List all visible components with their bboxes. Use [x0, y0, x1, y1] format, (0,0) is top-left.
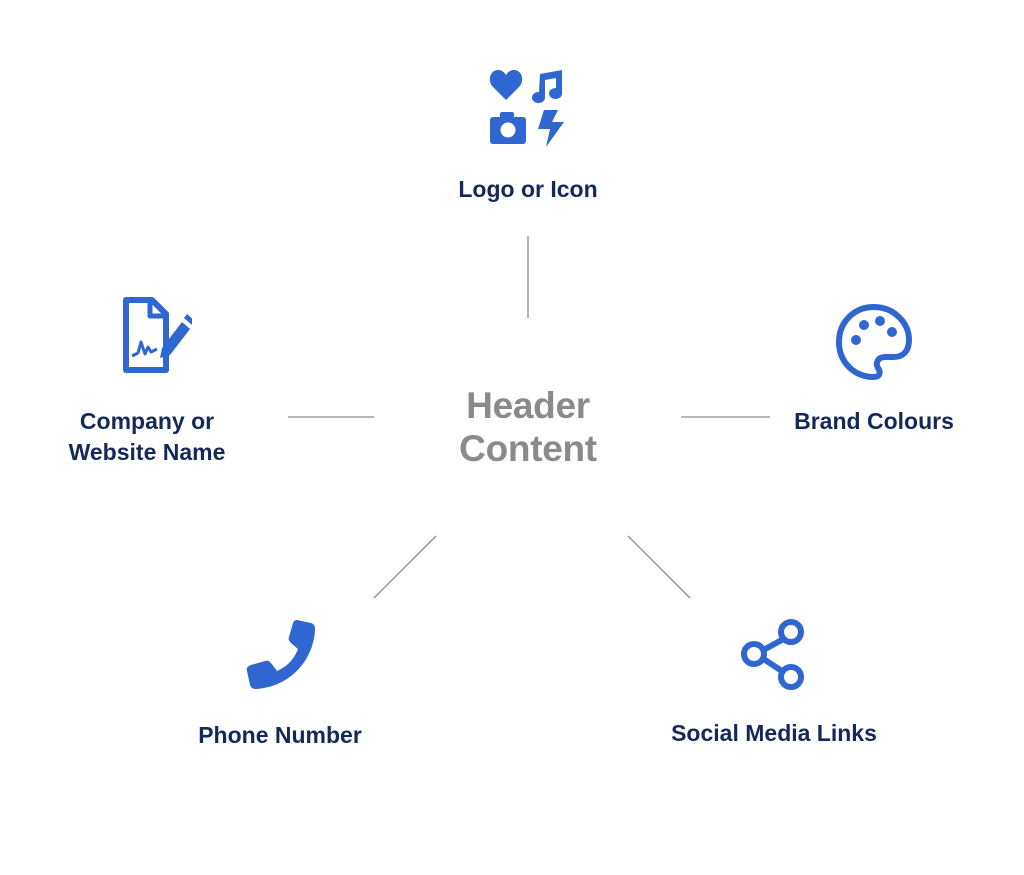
center-title-line-1: Header [466, 385, 590, 426]
phone-icon [246, 620, 315, 689]
node-phone-number: Phone Number [180, 614, 380, 751]
palette-icon [836, 304, 912, 380]
connector-bottom-left [373, 535, 437, 599]
media-collage-icon [489, 70, 564, 147]
center-title: Header Content [408, 384, 648, 470]
node-brand-label: Brand Colours [794, 408, 954, 434]
node-company-label-line-2: Website Name [68, 439, 226, 465]
node-company-label-line-1: Company or [79, 408, 215, 434]
node-social-media-links: Social Media Links [649, 614, 899, 749]
node-company-name: Company or Website Name [42, 296, 252, 468]
share-icon [741, 619, 804, 690]
node-social-label: Social Media Links [671, 720, 877, 746]
node-brand-colours: Brand Colours [774, 302, 974, 437]
center-title-line-2: Content [459, 428, 597, 469]
node-company-label: Company or Website Name [42, 406, 252, 468]
signed-document-icon [123, 297, 192, 373]
connector-bottom-right [627, 535, 691, 599]
node-phone-label: Phone Number [198, 722, 362, 748]
node-logo-label: Logo or Icon [458, 176, 598, 202]
node-logo-or-icon: Logo or Icon [428, 66, 628, 205]
